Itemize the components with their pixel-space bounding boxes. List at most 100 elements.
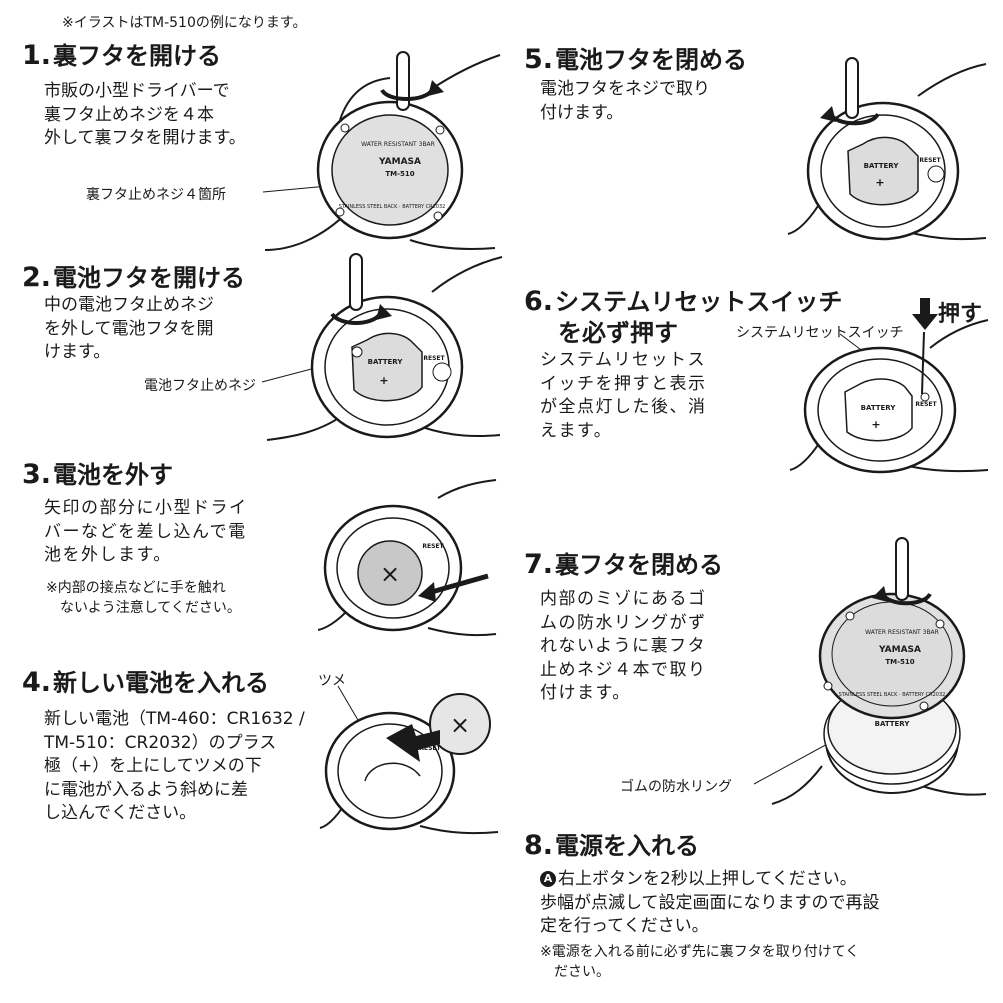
step-7-heading: 裏フタを閉める [555, 551, 724, 579]
step-7-line: 内部のミゾにあるゴ [540, 589, 707, 609]
watch-back-text: WATER RESISTANT 3BAR [361, 141, 435, 148]
battery-label: BATTERY [368, 358, 404, 366]
step-5-number: 5. [524, 44, 554, 75]
battery-label: BATTERY [864, 162, 900, 170]
step-4-line: TM-510：CR2032）のプラス [44, 732, 277, 753]
down-arrow-icon [912, 314, 938, 330]
arrow-icon [418, 582, 436, 602]
plus-label: + [871, 418, 880, 431]
cross-label: × [450, 711, 470, 739]
step-1-line: 外して裏フタを開けます。 [44, 128, 246, 148]
battery-label: BATTERY [861, 404, 897, 412]
step-3-note-line: ないよう注意してください。 [60, 600, 241, 616]
step-3-title: 3.電池を外す [22, 455, 173, 490]
step-2-title: 2.電池フタを開ける [22, 258, 245, 293]
watch-back-bottom-text: STAINLESS STEEL BACK · BATTERY CR2032 [339, 204, 446, 210]
top-note: ※イラストはTM-510の例になります。 [62, 15, 307, 31]
step-8-note-line: ※電源を入れる前に必ず先に裏フタを取り付けてく [540, 944, 860, 960]
step-6-body: システムリセットス イッチを押すと表示 が全点灯した後、消 えます。 [540, 349, 707, 443]
step-4-title: 4.新しい電池を入れる [22, 663, 269, 698]
step-4-line: 新しい電池（TM-460：CR1632 / [44, 709, 305, 729]
step-6-illustration: BATTERY + RESET [789, 298, 989, 474]
step-5-line: 電池フタをネジで取り [540, 79, 710, 99]
step-3-illustration: × RESET [317, 479, 497, 637]
step-8-heading: 電源を入れる [555, 832, 700, 860]
step-4-body: 新しい電池（TM-460：CR1632 / TM-510：CR2032）のプラス… [44, 708, 305, 826]
step-4-line: 極（+）を上にしてツメの下 [44, 756, 262, 776]
step-8-number: 8. [524, 830, 554, 861]
step-2-number: 2. [22, 262, 52, 293]
step-2-body: 中の電池フタ止めネジ を外して電池フタを開 けます。 [44, 294, 214, 365]
step-1-heading: 裏フタを開ける [53, 42, 222, 70]
step-3-note-line: ※内部の接点などに手を触れ [46, 580, 226, 596]
step-7-number: 7. [524, 549, 554, 580]
screwdriver-icon [349, 253, 363, 311]
step-8-line: 定を行ってください。 [540, 916, 709, 936]
button-a-badge-icon: A [540, 871, 556, 887]
step-6-title: 6.システムリセットスイッチ [524, 282, 842, 317]
watch-back-brand: YAMASA [378, 157, 421, 167]
step-2-illustration: BATTERY + RESET [261, 253, 503, 441]
step-6-callout: システムリセットスイッチ [736, 325, 904, 341]
step-4-number: 4. [22, 667, 52, 698]
step-8-note-line: ださい。 [554, 964, 610, 980]
step-2-line: けます。 [44, 342, 111, 362]
step-2-line: を外して電池フタを開 [44, 318, 214, 339]
insert-arrow-icon [386, 724, 440, 762]
step-6-line: えます。 [540, 420, 613, 441]
step-5-illustration: BATTERY + RESET [787, 57, 987, 241]
step-3-heading: 電池を外す [53, 461, 174, 489]
step-1-line: 市販の小型ドライバーで [44, 81, 230, 101]
battery-label: BATTERY [875, 720, 911, 728]
step-8-note: ※電源を入れる前に必ず先に裏フタを取り付けてく ださい。 [540, 942, 859, 982]
step-3-number: 3. [22, 459, 52, 490]
plus-label: + [875, 176, 884, 189]
reset-label: RESET [422, 543, 444, 550]
screwdriver-icon [895, 537, 909, 601]
screwdriver-icon [396, 51, 410, 111]
step-4-line: し込んでください。 [44, 803, 197, 823]
step-7-line: ムの防水リングがず [540, 612, 707, 633]
step-4-illustration: RESET × [319, 685, 499, 835]
step-7-illustration: BATTERY WATER RESISTANT 3BAR YAMASA TM-5… [753, 537, 987, 805]
plus-label: + [379, 374, 388, 387]
watch-back-model: TM-510 [885, 658, 914, 666]
step-7-line: 付けます。 [540, 683, 631, 703]
watch-back-brand: YAMASA [878, 645, 921, 655]
reset-label: RESET [915, 401, 937, 408]
step-3-line: 矢印の部分に小型ドライ [44, 498, 248, 518]
step-4-line: に電池が入るよう斜めに差 [44, 779, 248, 800]
step-8-line: 歩幅が点滅して設定画面になりますので再設 [540, 892, 880, 913]
step-3-line: 池を外します。 [44, 545, 172, 565]
watch-back-model: TM-510 [385, 170, 414, 178]
cross-label: × [380, 560, 400, 588]
reset-label: RESET [919, 157, 941, 164]
step-6-heading: システムリセットスイッチ [555, 288, 843, 316]
step-1-number: 1. [22, 40, 52, 71]
step-3-note: ※内部の接点などに手を触れ ないよう注意してください。 [46, 578, 241, 618]
step-6-line: が全点灯した後、消 [540, 397, 707, 417]
reset-label: RESET [423, 355, 445, 362]
reset-label: RESET [419, 745, 441, 752]
step-2-heading: 電池フタを開ける [53, 264, 246, 292]
step-5-title: 5.電池フタを閉める [524, 40, 747, 75]
step-1-line: 裏フタ止めネジを４本 [44, 104, 214, 125]
step-2-callout: 電池フタ止めネジ [144, 378, 256, 394]
step-2-line: 中の電池フタ止めネジ [44, 295, 214, 315]
step-7-line: 止めネジ４本で取り [540, 659, 707, 680]
step-5-line: 付けます。 [540, 102, 624, 123]
step-7-body: 内部のミゾにあるゴ ムの防水リングがず れないように裏フタ 止めネジ４本で取り … [540, 588, 707, 706]
step-4-heading: 新しい電池を入れる [53, 669, 270, 697]
watch-back-bottom-text: STAINLESS STEEL BACK · BATTERY CR2032 [839, 692, 946, 698]
step-7-callout: ゴムの防水リング [620, 779, 732, 795]
rotate-arrow-icon [872, 586, 888, 602]
step-7-title: 7.裏フタを閉める [524, 545, 723, 580]
step-3-body: 矢印の部分に小型ドライ バーなどを差し込んで電 池を外します。 [44, 497, 248, 568]
watch-back-text: WATER RESISTANT 3BAR [865, 629, 939, 636]
step-6-number: 6. [524, 286, 554, 317]
step-6-line: イッチを押すと表示 [540, 373, 707, 394]
step-4-callout: ツメ [318, 673, 346, 689]
step-3-line: バーなどを差し込んで電 [44, 521, 247, 542]
